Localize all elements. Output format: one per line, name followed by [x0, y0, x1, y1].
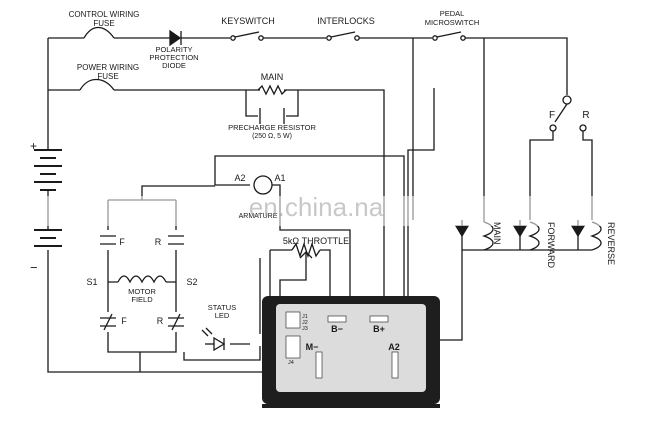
contact-f-bottom-label: F [121, 316, 127, 326]
precharge-label-2: (250 Ω, 5 W) [252, 133, 292, 140]
motor-controller [262, 296, 440, 408]
battery-minus-label: − [30, 260, 38, 275]
power-fuse-label-2: FUSE [97, 72, 118, 81]
control-fuse-symbol [83, 26, 115, 39]
contact-f-bottom [100, 313, 116, 331]
coil-forward-label: FORWARD [546, 222, 556, 268]
s1-label: S1 [86, 277, 97, 287]
power-fuse-symbol [79, 78, 115, 91]
battery-symbol [34, 149, 62, 191]
contact-f-top [100, 235, 116, 245]
contact-r-bottom-label: R [157, 316, 164, 326]
s2-label: S2 [186, 277, 197, 287]
coil-main-symbol [481, 221, 494, 251]
keyswitch-label: KEYSWITCH [221, 16, 275, 26]
status-led-symbol [213, 336, 226, 352]
terminal-b-minus [327, 315, 347, 323]
coil-reverse-diode [570, 225, 586, 238]
terminal-m-minus [315, 351, 323, 379]
terminal-a2 [391, 351, 399, 379]
control-fuse-label-2: FUSE [93, 19, 114, 28]
j1-label: J1 [302, 314, 308, 320]
motor-field-label-1: MOTOR [128, 287, 156, 296]
terminal-b-plus [369, 315, 389, 323]
power-fuse-label-1: POWER WIRING [77, 63, 139, 72]
armature-a2-label: A2 [234, 173, 245, 183]
diode-label-2: PROTECTION [149, 53, 198, 62]
armature-label: ARMATURE [239, 213, 278, 220]
contact-r-top-label: R [155, 237, 162, 247]
connector-j1-j3 [285, 311, 301, 329]
main-contactor-symbol [259, 108, 285, 124]
pedal-label-2: MICROSWITCH [425, 18, 480, 27]
coil-reverse-label: REVERSE [606, 222, 616, 265]
interlocks-symbol [330, 31, 356, 38]
contact-r-top [168, 235, 184, 245]
status-led-label-2: LED [215, 311, 230, 320]
j4-label: J4 [288, 360, 294, 366]
contact-f-top-label: F [119, 237, 125, 247]
coil-forward-diode [512, 225, 528, 238]
selector-r-label: R [582, 110, 589, 121]
diode-label-1: POLARITY [155, 45, 192, 54]
coil-main-label: MAIN [492, 222, 502, 245]
motor-field-symbol [117, 275, 167, 284]
motor-field-label-2: FIELD [131, 295, 153, 304]
control-fuse-label-1: CONTROL WIRING [69, 10, 140, 19]
coil-main-diode [454, 225, 470, 238]
j3-label: J3 [302, 326, 308, 332]
selector-f-label: F [549, 110, 555, 121]
diode-label-3: DIODE [162, 61, 186, 70]
throttle-wiper-symbol [299, 251, 313, 262]
throttle-resistor-symbol [291, 241, 321, 259]
a2-terminal-label: A2 [388, 342, 400, 352]
pedal-label-1: PEDAL [440, 9, 465, 18]
pedal-microswitch-symbol [436, 31, 462, 38]
m-minus-label: M− [306, 342, 319, 352]
status-led-label-1: STATUS [208, 303, 236, 312]
keyswitch-symbol [234, 31, 260, 38]
contact-r-bottom [168, 313, 184, 331]
coil-forward-symbol [527, 221, 540, 251]
b-plus-label: B+ [373, 324, 385, 334]
battery-plus-label: + [30, 139, 37, 153]
throttle-label: 5kΩ THROTTLE [283, 236, 349, 246]
coil-reverse-symbol [589, 221, 602, 251]
b-minus-label: B− [331, 324, 343, 334]
main-contactor-label: MAIN [261, 72, 284, 82]
j2-label: J2 [302, 320, 308, 326]
wire-left-rail-bottom [47, 250, 290, 373]
armature-a1-label: A1 [274, 173, 285, 183]
polarity-diode-symbol [169, 29, 182, 47]
interlocks-label: INTERLOCKS [317, 16, 375, 26]
connector-j4 [285, 335, 301, 359]
precharge-label-1: PRECHARGE RESISTOR [228, 123, 316, 132]
forward-reverse-selector [562, 95, 572, 105]
precharge-resistor-symbol [257, 84, 287, 96]
watermark: en.china.na [249, 192, 384, 222]
